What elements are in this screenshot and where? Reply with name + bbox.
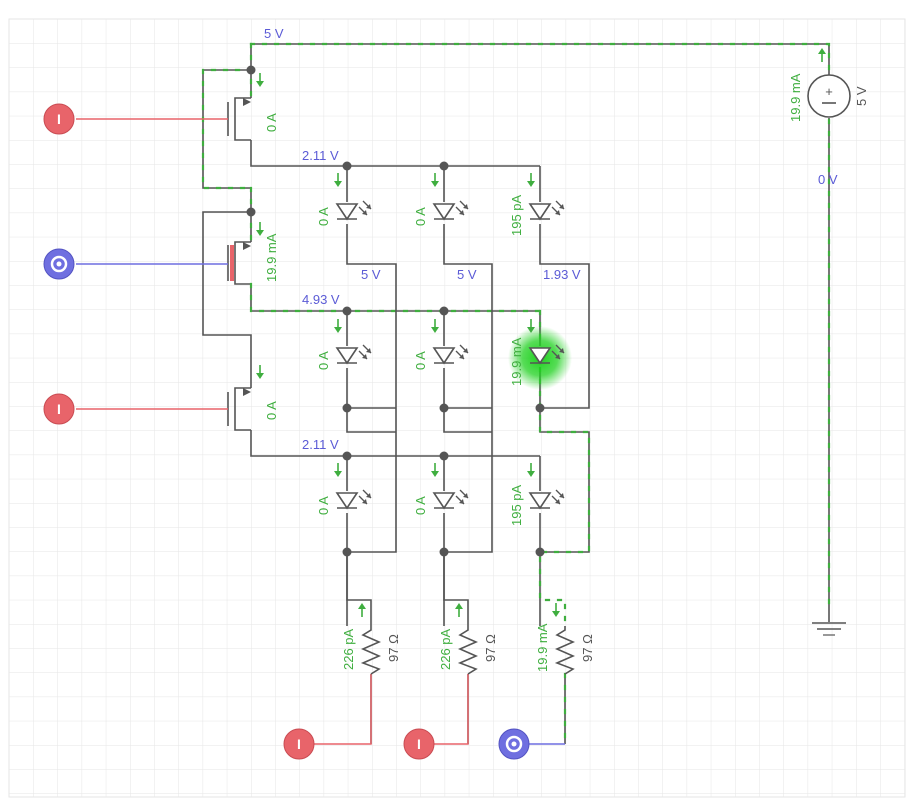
led-r1-c3-current: 195 pA <box>509 194 524 236</box>
led-r2-c1-current: 0 A <box>316 351 331 370</box>
resistor-1-value: 97 Ω <box>386 634 401 662</box>
led-matrix: 0 A 0 A 195 pA 0 A 0 A 19.9 mA 0 A 0 A 1… <box>316 161 591 628</box>
top-rail-voltage: 5 V <box>264 26 284 41</box>
supply-voltage: 5 V <box>854 86 869 106</box>
row-top-voltage: 2.11 V <box>302 148 339 163</box>
led-r1-c2-current: 0 A <box>413 207 428 226</box>
transistor-top-current: 0 A <box>264 113 279 132</box>
row-mid-voltage: 4.93 V <box>302 292 340 307</box>
resistor-3-current: 19.9 mA <box>535 623 550 672</box>
resistor-bank: 226 pA 226 pA 19.9 mA 97 Ω 97 Ω 97 Ω <box>313 552 595 746</box>
input-gate-bottom[interactable]: I <box>43 393 75 425</box>
input-col-1[interactable]: I <box>283 728 315 760</box>
input-gate-mid[interactable] <box>43 248 75 280</box>
led-r2-c3-current: 19.9 mA <box>509 337 524 386</box>
supply-group: + 5 V 19.9 mA 5 V 0 V <box>249 26 869 636</box>
led-r3-c2-current: 0 A <box>413 496 428 515</box>
transistor-mid-current: 19.9 mA <box>264 233 279 282</box>
input-col-2[interactable]: I <box>403 728 435 760</box>
supply-current: 19.9 mA <box>788 73 803 122</box>
resistor-1-current: 226 pA <box>341 628 356 670</box>
input-gate-top[interactable]: I <box>43 103 75 135</box>
dc-voltage-source-icon[interactable]: + <box>807 74 851 118</box>
resistor-2-current: 226 pA <box>438 628 453 670</box>
svg-text:+: + <box>825 84 833 99</box>
col-2-node-voltage: 5 V <box>457 267 477 282</box>
input-col-3[interactable] <box>498 728 530 760</box>
input-col-1-label: I <box>297 736 301 752</box>
col-3-node-voltage: 1.93 V <box>543 267 581 282</box>
led-r2-c2-current: 0 A <box>413 351 428 370</box>
transistor-bottom-current: 0 A <box>264 401 279 420</box>
resistor-3-value: 97 Ω <box>580 634 595 662</box>
input-gate-bottom-label: I <box>57 401 61 417</box>
resistor-1[interactable] <box>360 626 381 675</box>
row-bottom-voltage: 2.11 V <box>302 437 339 452</box>
col-1-node-voltage: 5 V <box>361 267 381 282</box>
led-r3-c3-current: 195 pA <box>509 484 524 526</box>
led-r3-c1-current: 0 A <box>316 496 331 515</box>
bottom-rail-voltage: 0 V <box>818 172 838 187</box>
resistor-2[interactable] <box>457 626 478 675</box>
resistor-2-value: 97 Ω <box>483 634 498 662</box>
input-gate-top-label: I <box>57 111 61 127</box>
resistor-3[interactable] <box>554 626 575 675</box>
led-r1-c1-current: 0 A <box>316 207 331 226</box>
transistor-mid[interactable] <box>227 241 251 285</box>
input-col-2-label: I <box>417 736 421 752</box>
